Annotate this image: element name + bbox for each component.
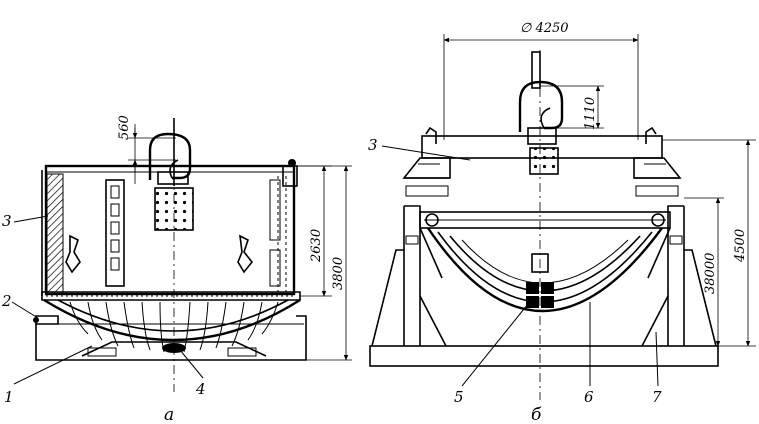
panel-a: 560 2630 3800 3 2 1 4 а <box>1 115 352 424</box>
dimensions-b <box>662 139 756 347</box>
hook-a <box>148 118 194 231</box>
callout-2-a: 2 <box>1 292 12 310</box>
bottom-shell-a <box>41 291 301 353</box>
callout-3-b: 3 <box>368 136 378 154</box>
panel-b: ∅ 4250 1110 <box>368 21 756 424</box>
callout-5-b: 5 <box>454 388 464 406</box>
leaders-b <box>381 145 659 387</box>
panel-b-caption: б <box>531 405 542 424</box>
callout-4-a: 4 <box>195 380 206 398</box>
callout-1-a: 1 <box>4 388 14 406</box>
leaders-a <box>11 215 204 385</box>
callout-3-a: 3 <box>2 212 12 230</box>
panel-a-caption: а <box>164 405 174 424</box>
base-stand-b <box>369 205 719 367</box>
dimensions-a <box>128 124 352 361</box>
ladle-body-a <box>41 159 298 296</box>
dim-4500-label: 4500 <box>733 229 748 263</box>
callout-6-b: 6 <box>584 388 594 406</box>
bowl-b <box>419 211 671 312</box>
diameter-dim-b <box>443 34 639 140</box>
dim-2630-label: 2630 <box>309 229 324 263</box>
hook-b <box>518 51 564 175</box>
callout-7-b: 7 <box>652 388 662 406</box>
dim-560-label: 560 <box>117 115 132 140</box>
top-frame-b <box>402 126 682 197</box>
dim-diameter-label: ∅ 4250 <box>520 21 569 36</box>
dim-1110-label: 1110 <box>583 97 598 130</box>
dim-3800-label: 3800 <box>331 257 346 290</box>
base-cart-a <box>33 315 307 361</box>
dim-38000-label: 38000 <box>703 253 718 294</box>
